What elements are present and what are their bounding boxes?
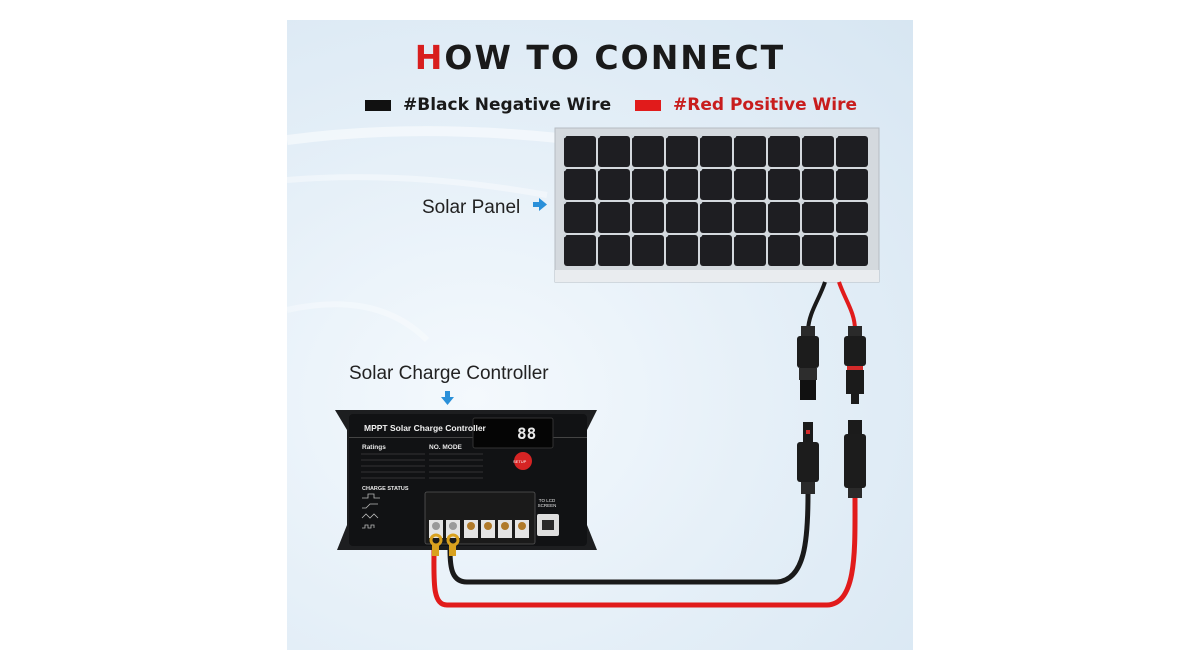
legend-black-wire: #Black Negative Wire — [365, 94, 611, 116]
red-swatch — [635, 99, 661, 111]
controller-name: MPPT Solar Charge Controller — [364, 423, 486, 433]
terminal-screws — [429, 520, 529, 538]
legend-red-wire: #Red Positive Wire — [635, 94, 857, 116]
setup-button-label: SETUP — [513, 459, 527, 464]
legend-red-label: #Red Positive Wire — [673, 95, 858, 115]
red-wire-controller — [431, 497, 858, 608]
charge-controller-label: Solar Charge Controller — [349, 363, 549, 384]
diagram-card: 88 — [287, 20, 913, 650]
solar-panel-label: Solar Panel — [422, 197, 521, 218]
page-title: HOW TO CONNECT — [414, 38, 786, 77]
charge-status-heading: CHARGE STATUS — [362, 486, 409, 492]
mc4-connector-black-upper — [797, 326, 819, 400]
light-streak — [287, 301, 430, 343]
black-wire-controller — [447, 493, 811, 585]
mc4-connector-red-lower — [844, 420, 866, 498]
red-wire-panel — [837, 281, 857, 331]
legend-black-label: #Black Negative Wire — [403, 95, 612, 115]
svg-text:88: 88 — [517, 424, 536, 443]
black-swatch — [365, 99, 391, 111]
ratings-heading: Ratings — [362, 444, 386, 451]
black-wire-panel — [806, 281, 827, 331]
mode-heading: NO. MODE — [429, 444, 462, 451]
arrow-right-icon — [533, 198, 547, 211]
mc4-connector-red-upper — [844, 326, 866, 404]
light-streak — [287, 174, 548, 198]
lcd-port-label: TO LCD SCREEN — [537, 498, 557, 508]
charge-controller: 88 — [335, 410, 597, 556]
arrow-down-icon — [441, 391, 454, 405]
setup-button-shape — [514, 452, 532, 470]
solar-panel — [554, 127, 880, 283]
connection-diagram: 88 — [287, 126, 880, 608]
mc4-connector-black-lower — [797, 422, 819, 494]
